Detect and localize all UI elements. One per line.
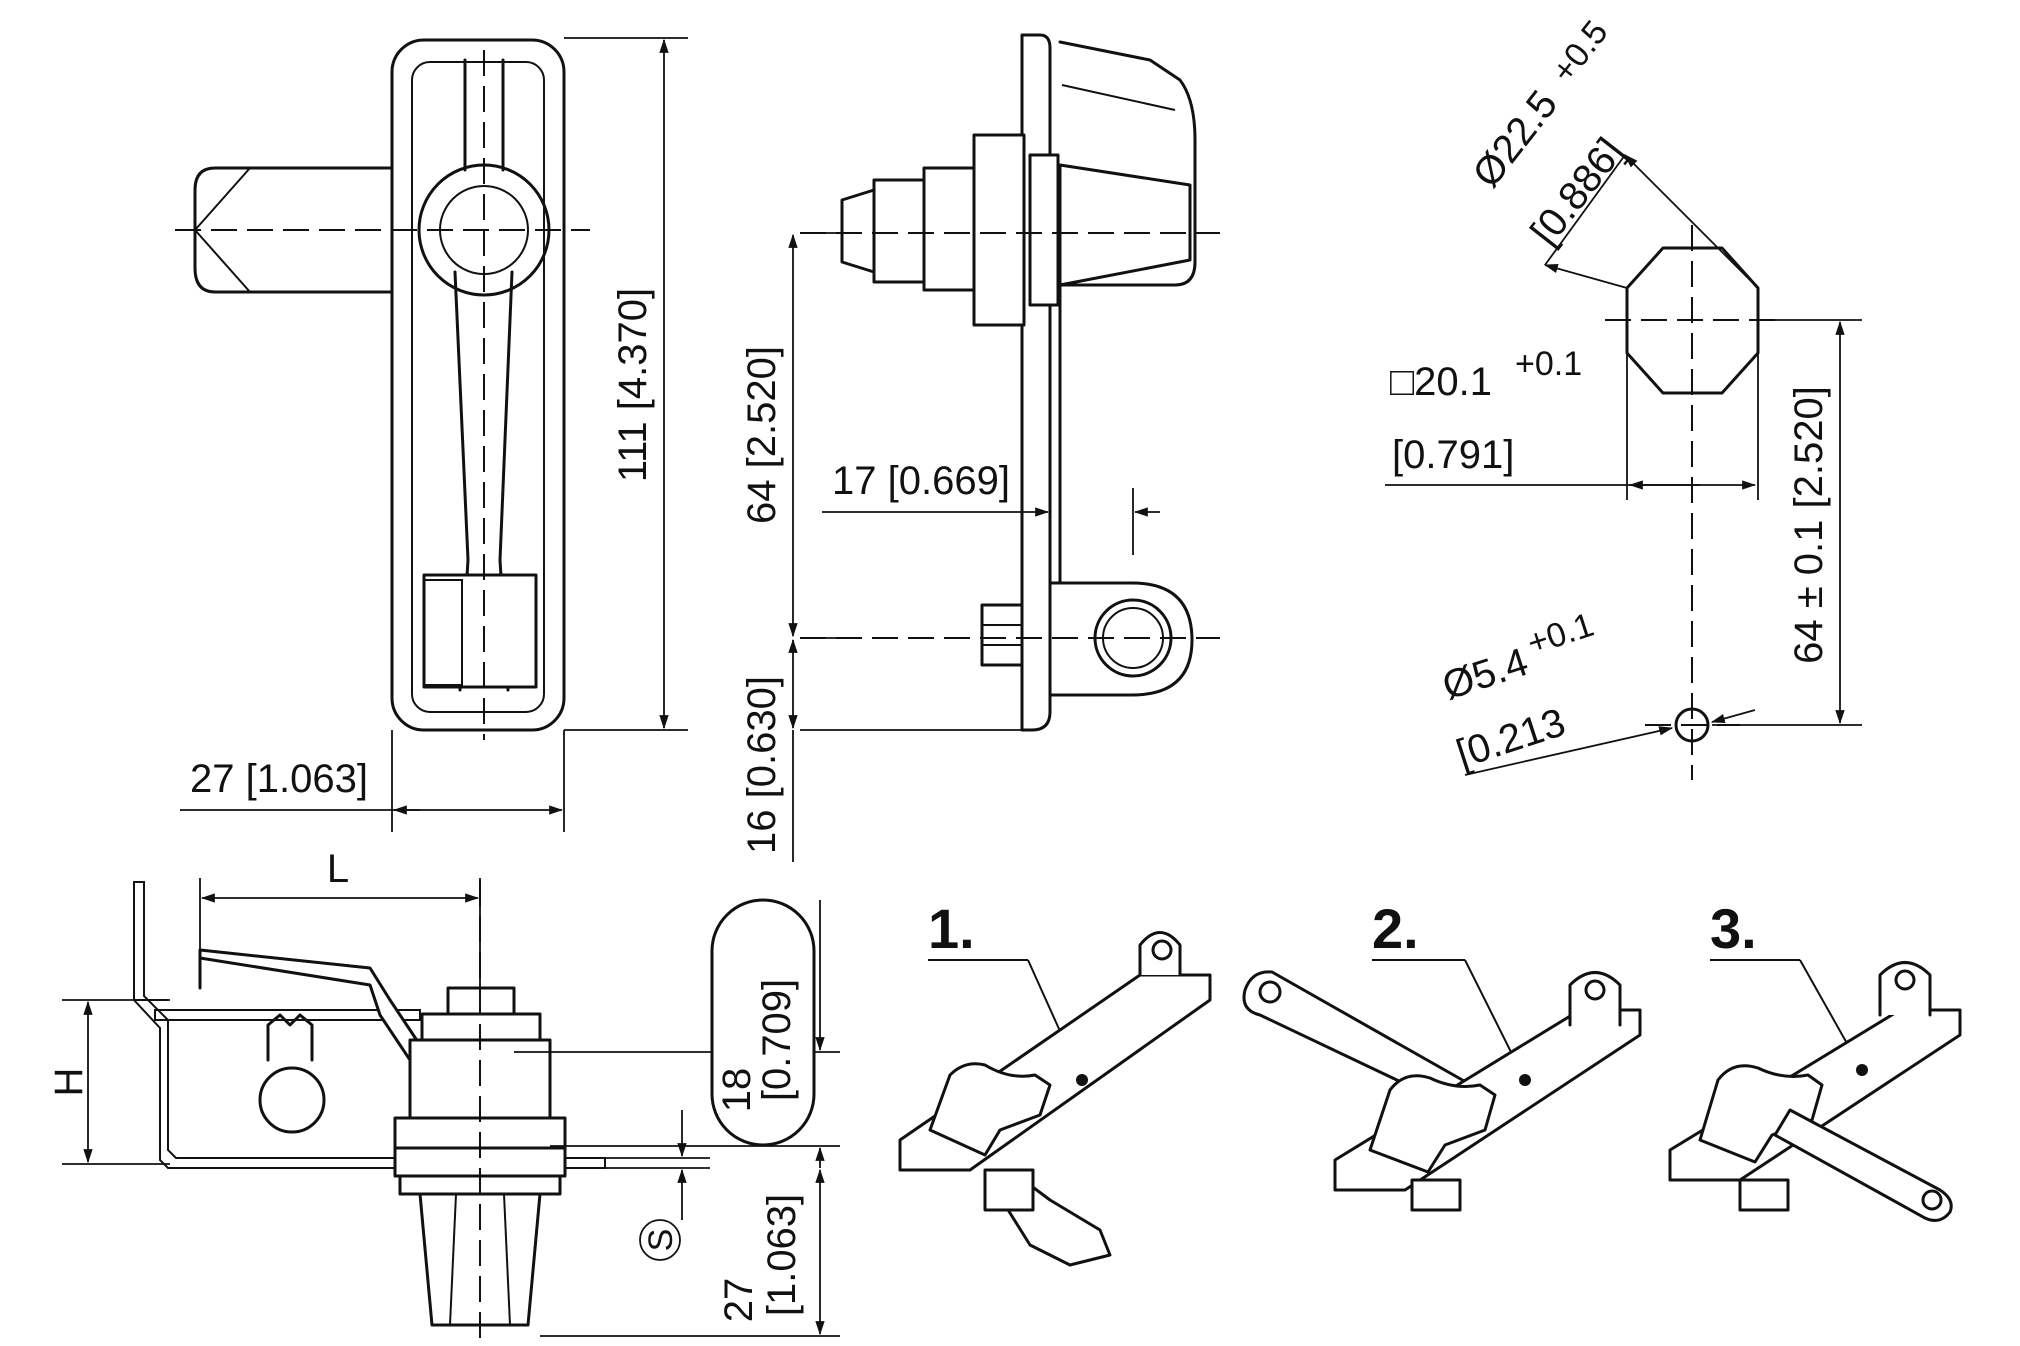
diameter-label: Ø22.5: [1464, 83, 1566, 196]
slot-outline: [710, 898, 816, 1147]
hole-dim-line: [1464, 726, 1674, 776]
side-bolt-head: [840, 188, 876, 274]
thickness-text: S: [642, 1229, 680, 1252]
seal-clip: [266, 1013, 314, 1062]
length-dim-text: L: [327, 847, 349, 891]
depth-dim-inch: [1.063]: [760, 1194, 804, 1316]
handle-body: [390, 38, 566, 732]
diameter-tol: +0.5: [1544, 14, 1615, 90]
variant-2-handle: [1368, 1074, 1497, 1174]
spacing-dim-text: 64 [2.520]: [740, 346, 784, 524]
hole-tol: +0.1: [1523, 606, 1599, 663]
section-cam: [198, 948, 432, 1062]
offset-dim-text: 17 [0.669]: [832, 459, 1010, 503]
depth-dim-mm: 27: [717, 1278, 761, 1323]
side-washer: [872, 178, 926, 284]
cam-tongue-bevel: [194, 167, 290, 293]
handle-recess: [411, 61, 545, 713]
thickness-symbol: [639, 1219, 681, 1261]
hole-label: Ø5.4: [1437, 640, 1533, 709]
section-seal: [258, 1066, 326, 1134]
side-spindle: [1058, 163, 1192, 287]
side-handle: [1058, 40, 1197, 612]
variant-3-label: 3.: [1710, 897, 1757, 960]
side-view: 64 [2.520] 17 [0.669] 16 [0.630]: [740, 33, 1220, 862]
cutout-view: Ø22.5 +0.5 [0.886] □20.1 +0.1 [0.791] Ø5…: [1385, 14, 1862, 780]
frame-sheet: [154, 1009, 421, 1021]
height-dim-text: 111 [4.370]: [611, 288, 655, 482]
variant-1-eye: [1138, 931, 1182, 977]
variant-3-arm: [1773, 1108, 1953, 1222]
square-label: □20.1: [1390, 360, 1492, 404]
variant-1: 1.: [898, 897, 1212, 1267]
latch-pad: [422, 573, 538, 689]
square-tol: +0.1: [1515, 345, 1582, 383]
latch-pad-grip: [423, 579, 463, 686]
variant-2: 2.: [1242, 897, 1642, 1212]
variant-3-handle: [1698, 1064, 1824, 1164]
variant-3: 3.: [1668, 897, 1962, 1222]
side-nut-large: [972, 133, 1026, 327]
lever: [453, 58, 514, 692]
variant-1-bar: [898, 973, 1212, 1172]
slot-dim-mm: 18: [715, 1068, 759, 1113]
square-inch: [0.791]: [1392, 433, 1514, 477]
variant-1-handle: [928, 1062, 1052, 1157]
side-screw: [980, 603, 1024, 667]
variant-2-label: 2.: [1372, 897, 1419, 960]
height-section-text: H: [47, 1068, 91, 1097]
diameter-inch: [0.886]: [1522, 130, 1632, 253]
pin-hole: [1674, 707, 1710, 743]
side-plate: [1020, 33, 1052, 732]
cutout-spacing-text: 64 ± 0.1 [2.520]: [1787, 386, 1831, 664]
bottom-dim-text: 16 [0.630]: [740, 676, 784, 854]
section-view: L H S 18 [0.709] 27 [1.063]: [47, 847, 840, 1346]
slot-dim-inch: [0.709]: [755, 979, 799, 1101]
front-view: 111 [4.370] 27 [1.063]: [175, 37, 688, 832]
variant-1-label: 1.: [928, 897, 975, 960]
width-dim-text: 27 [1.063]: [190, 757, 368, 801]
